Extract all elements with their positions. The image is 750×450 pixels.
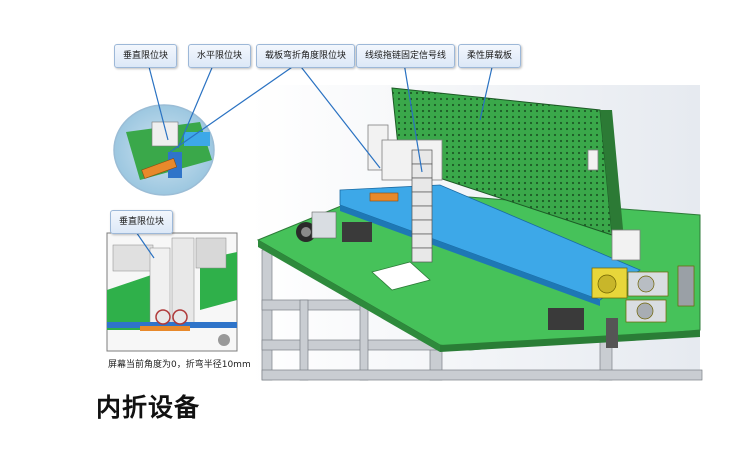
orange-stop: [369, 192, 399, 202]
vertical-stop-label: 垂直限位块: [114, 44, 178, 68]
page-title: 内折设备: [96, 393, 201, 422]
zoom-detail-bubble: [113, 104, 215, 196]
cable-chain: [411, 149, 433, 263]
horizontal-stop-label: 水平限位块: [188, 44, 252, 68]
yellow-motor-assembly: [591, 265, 695, 323]
bend-angle-stop-label: 载板弯折角度限位块: [256, 44, 356, 68]
table-cutout: [371, 261, 431, 291]
inset-detail-view: [106, 232, 238, 352]
inset-vertical-stop-label: 垂直限位块: [110, 210, 174, 234]
inset-caption: 屏幕当前角度为0，折弯半径10mm: [108, 360, 251, 370]
cable-chain-label: 线缆拖链固定信号线: [356, 44, 456, 68]
rotary-knob: [296, 211, 337, 242]
flex-screen-carrier-label: 柔性屏载板: [458, 44, 522, 68]
leader-lines: [133, 62, 494, 259]
